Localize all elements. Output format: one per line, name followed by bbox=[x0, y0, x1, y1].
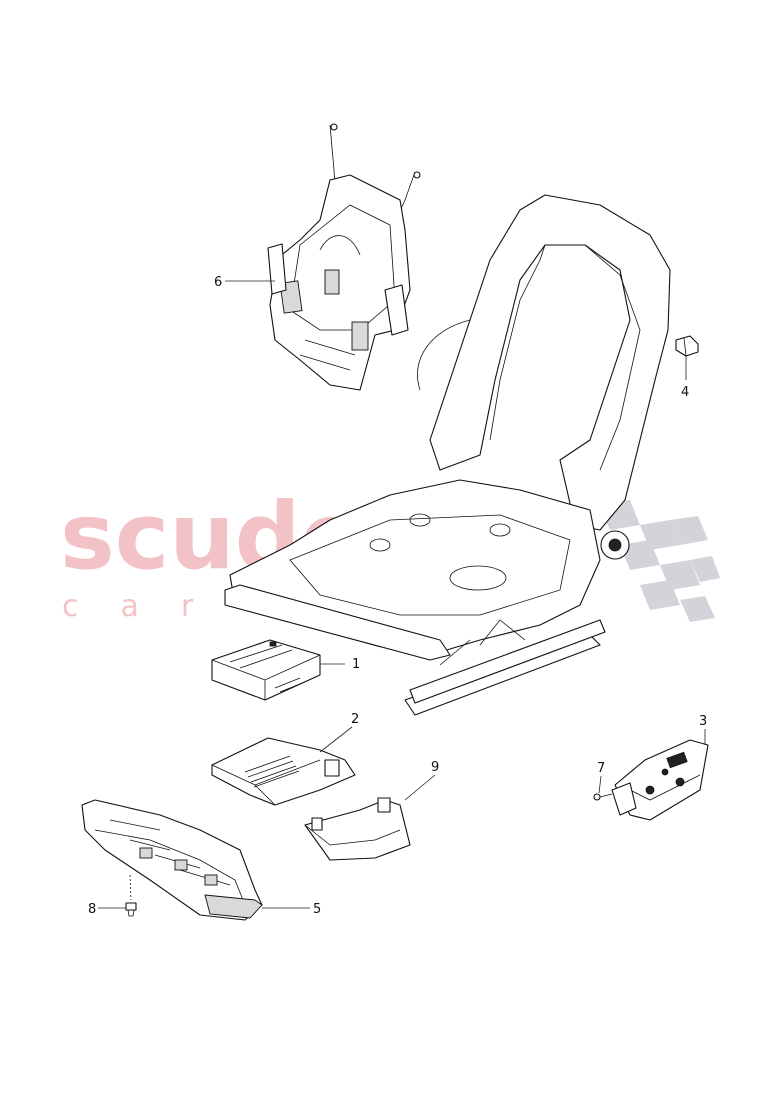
leader-2 bbox=[319, 726, 353, 753]
callout-4: 4 bbox=[681, 385, 689, 400]
part-1-control-unit bbox=[211, 639, 321, 701]
callout-7: 7 bbox=[597, 761, 605, 776]
leader-9 bbox=[404, 774, 436, 801]
part-6-lumbar-plate bbox=[267, 123, 421, 391]
part-9-bracket bbox=[304, 797, 411, 861]
checkered-flag-icon bbox=[600, 500, 720, 622]
part-7-screw bbox=[593, 793, 613, 801]
part-5-trim-panel bbox=[81, 799, 263, 921]
seat-frame bbox=[224, 194, 671, 716]
part-4-clip bbox=[675, 335, 699, 357]
leader-7 bbox=[598, 775, 602, 794]
callout-2: 2 bbox=[351, 712, 359, 727]
part-8-screw bbox=[125, 874, 137, 917]
callout-labels: 1 2 3 4 5 6 7 8 9 bbox=[88, 275, 707, 917]
callout-3: 3 bbox=[699, 714, 707, 729]
leader-lines bbox=[98, 280, 706, 909]
part-3-switch bbox=[611, 739, 709, 821]
callout-8: 8 bbox=[88, 902, 96, 917]
part-2-cover bbox=[211, 737, 356, 806]
callout-5: 5 bbox=[313, 902, 321, 917]
callout-1: 1 bbox=[352, 657, 360, 672]
callout-9: 9 bbox=[431, 760, 439, 775]
callout-6: 6 bbox=[214, 275, 222, 290]
